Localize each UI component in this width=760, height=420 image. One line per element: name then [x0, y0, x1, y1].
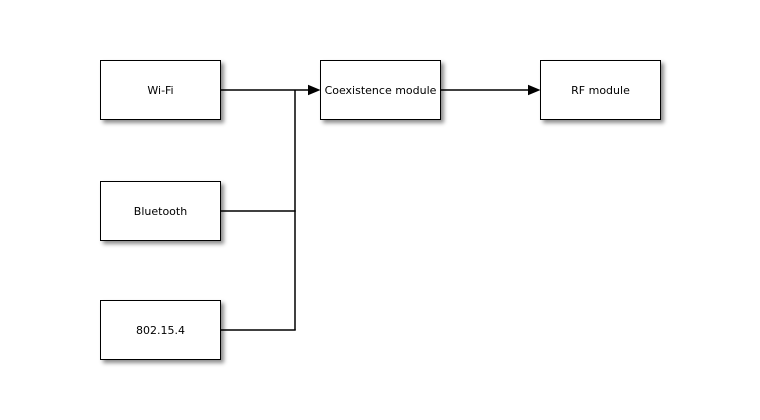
node-rf-module: RF module — [540, 60, 661, 120]
node-802-15-4: 802.15.4 — [100, 300, 221, 360]
arrowhead-rf — [528, 84, 541, 96]
node-coexistence-module: Coexistence module — [320, 60, 441, 120]
node-rf-module-label: RF module — [571, 83, 630, 97]
node-wifi: Wi-Fi — [100, 60, 221, 120]
node-coexistence-module-label: Coexistence module — [324, 83, 437, 97]
arrowhead-coexistence — [308, 84, 321, 96]
node-bluetooth: Bluetooth — [100, 181, 221, 241]
node-wifi-label: Wi-Fi — [147, 83, 174, 97]
node-802-15-4-label: 802.15.4 — [136, 323, 185, 337]
node-bluetooth-label: Bluetooth — [133, 204, 188, 218]
